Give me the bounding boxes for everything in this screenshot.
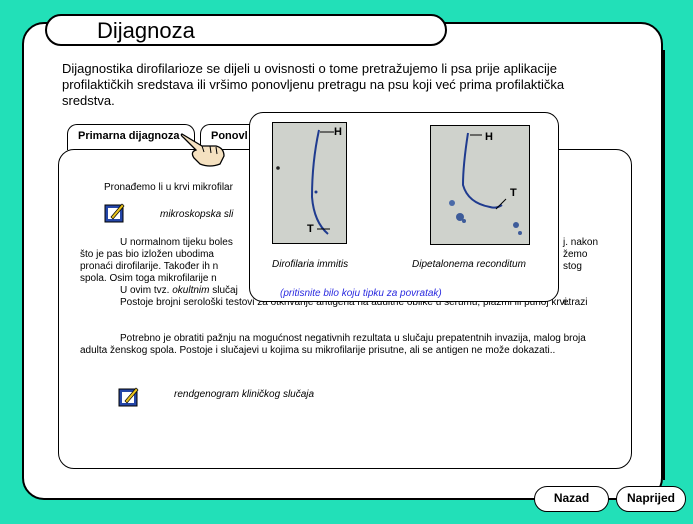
para2: Postoje brojni serološki testovi za otkr… [120,297,570,308]
para1-line-e-em: okultnim [172,285,210,296]
label-h-left: H [334,126,342,138]
photo-dirofilaria [272,122,347,244]
para1-line-c: pronaći dirofilarije. Također ih n [80,261,219,272]
para1-line-a: U normalnom tijeku boles [120,237,233,248]
hand-pointer-icon [180,133,225,167]
xray-link-icon[interactable] [118,386,140,408]
right-fragment-4: etrazi [563,297,588,308]
label-h-right: H [485,131,493,143]
popup-hint: (pritisnite bilo koju tipku za povratak) [280,288,442,299]
para3: Potrebno je obratiti pažnju na mogućnost… [80,333,586,356]
caption-dirofilaria: Dirofilaria immitis [272,259,349,270]
next-button[interactable]: Naprijed [616,486,686,512]
worm-left-drawing [276,129,334,235]
link-rendgenogram[interactable]: rendgenogram kliničkog slučaja [174,389,315,400]
page-title: Dijagnoza [97,18,195,43]
para1-line-e: U ovim tvz. okultnim slučaj [120,285,238,297]
para1-line-e-pre: U ovim tvz. [120,285,170,296]
para1-line-b: što je pas bio izložen ubodima [80,249,214,260]
label-t-left: T [307,223,314,235]
right-fragment-1: j. nakon [563,237,599,248]
intro-text: Dijagnostika dirofilarioze se dijeli u o… [62,61,565,108]
right-fragment-3: stog [563,261,582,272]
link-mikroskopska-slika[interactable]: mikroskopska sli [160,209,234,220]
connector-line [663,50,665,480]
worm-right-drawing [449,132,522,235]
back-button[interactable]: Nazad [534,486,609,512]
para1-line-d: spola. Osim toga mikrofilarije n [80,273,217,284]
right-fragment-2: žemo [563,249,588,260]
microscope-link-icon[interactable] [104,202,126,224]
caption-dipetalonema: Dipetalonema reconditum [412,259,526,270]
title-pill: Dijagnoza [45,14,447,46]
para1-line-e-post: slučaj [212,285,238,296]
tab-primarna-dijagnoza[interactable]: Primarna dijagnoza [67,124,195,150]
text-line1: Pronađemo li u krvi mikrofilar [104,182,233,193]
label-t-right: T [510,187,517,199]
